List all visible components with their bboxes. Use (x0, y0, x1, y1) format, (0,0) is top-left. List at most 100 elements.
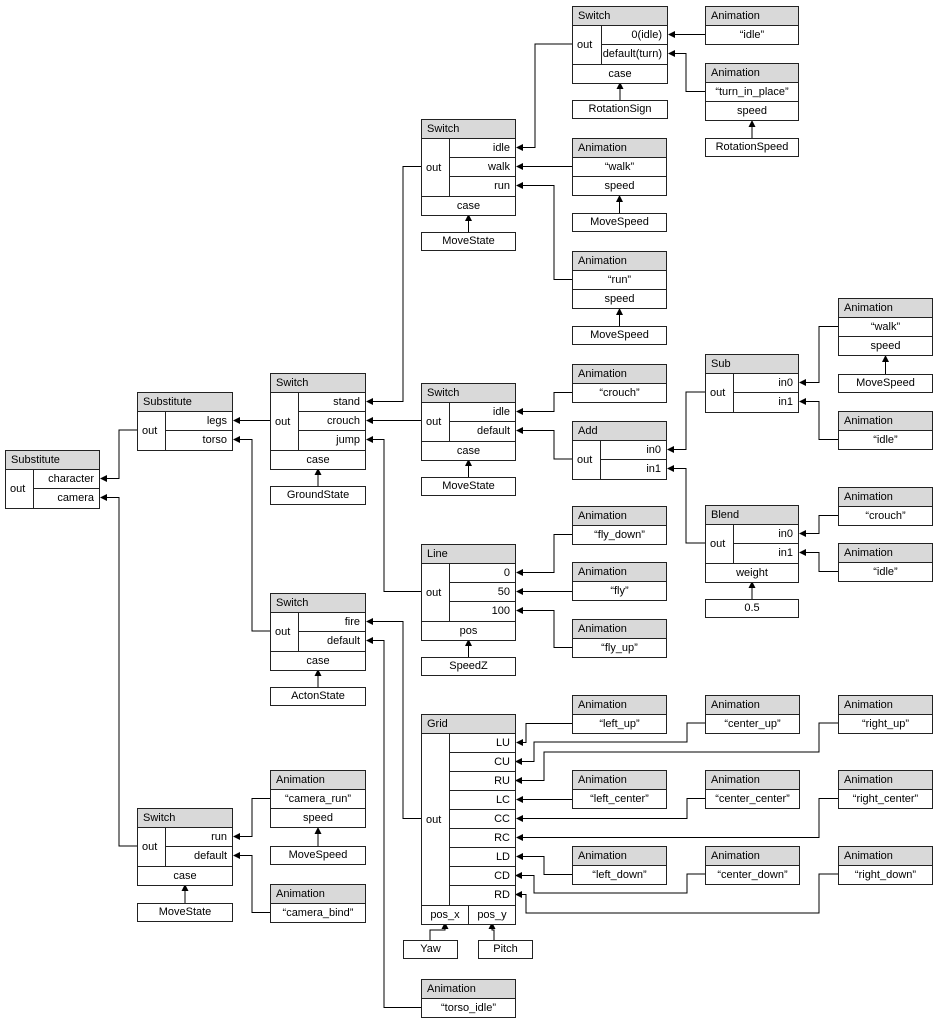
input-port[interactable]: RC (450, 829, 515, 848)
value-node-yaw[interactable]: Yaw (403, 940, 458, 959)
output-port[interactable]: out (706, 525, 734, 563)
input-port[interactable]: 0(idle) (602, 26, 667, 45)
input-port[interactable]: in1 (778, 396, 793, 408)
input-port[interactable]: 100 (491, 605, 510, 617)
input-port[interactable]: in0 (734, 374, 798, 393)
value-node-pitch[interactable]: Pitch (478, 940, 533, 959)
input-port[interactable]: LD (450, 848, 515, 867)
animation-node[interactable]: Animation“idle” (705, 6, 799, 45)
animation-node[interactable]: Animation“right_center” (838, 770, 933, 809)
output-port[interactable]: out (422, 734, 450, 905)
output-port[interactable]: out (706, 374, 734, 412)
input-port[interactable]: camera (57, 492, 94, 504)
output-port[interactable]: out (422, 403, 450, 441)
animation-node[interactable]: Animation“fly_up” (572, 619, 667, 658)
output-port[interactable]: out (6, 470, 34, 508)
animation-node[interactable]: Animation“run”speed (572, 251, 667, 309)
animation-node[interactable]: Animation“idle” (838, 543, 933, 582)
value-node-rsign[interactable]: RotationSign (572, 100, 668, 119)
input-port[interactable]: default (193, 850, 227, 862)
footer-port-weight[interactable]: weight (736, 567, 768, 579)
value-node-mstate3[interactable]: MoveState (137, 903, 233, 922)
animation-node[interactable]: Animation“idle” (838, 411, 933, 450)
value-node-mspeed1[interactable]: MoveSpeed (572, 213, 667, 232)
footer-port-case[interactable]: case (456, 445, 481, 457)
input-port[interactable]: default(turn) (602, 48, 662, 60)
animation-node[interactable]: Animation“center_down” (705, 846, 800, 885)
speed-input-port[interactable]: speed (737, 105, 767, 117)
input-port[interactable]: torso (202, 434, 227, 446)
value-node-actonstate[interactable]: ActonState (270, 687, 366, 706)
input-port[interactable]: walk (450, 158, 515, 177)
animation-node[interactable]: Animation“torso_idle” (421, 979, 516, 1018)
input-port[interactable]: fire (299, 613, 365, 632)
input-port[interactable]: CC (450, 810, 515, 829)
speed-input-port[interactable]: speed (870, 340, 901, 352)
footer-port-case[interactable]: case (608, 68, 632, 80)
footer-port-pos-x[interactable]: pos_x (430, 909, 460, 921)
value-node-v05[interactable]: 0.5 (705, 599, 799, 618)
input-port[interactable]: LC (450, 791, 515, 810)
input-port[interactable]: run (494, 180, 510, 192)
animation-node[interactable]: Animation“walk”speed (572, 138, 667, 196)
animation-node[interactable]: Animation“center_up” (705, 695, 800, 734)
input-port[interactable]: run (166, 828, 232, 847)
input-port[interactable]: stand (299, 393, 365, 412)
footer-port-case[interactable]: case (306, 454, 330, 466)
animation-node[interactable]: Animation“turn_in_place”speed (705, 63, 799, 121)
animation-node[interactable]: Animation“fly” (572, 562, 667, 601)
animation-node[interactable]: Animation“crouch” (838, 487, 933, 526)
input-port[interactable]: in1 (778, 547, 793, 559)
input-port[interactable]: in0 (734, 525, 798, 544)
value-node-mstate1[interactable]: MoveState (421, 232, 516, 251)
input-port[interactable]: RD (494, 889, 510, 901)
input-port[interactable]: in0 (601, 441, 666, 460)
animation-node[interactable]: Animation“camera_bind” (270, 884, 366, 923)
input-port[interactable]: jump (336, 434, 360, 446)
input-port[interactable]: crouch (299, 412, 365, 431)
input-port[interactable]: in1 (646, 463, 661, 475)
output-port[interactable]: out (138, 828, 166, 866)
input-port[interactable]: LU (450, 734, 515, 753)
speed-input-port[interactable]: speed (604, 180, 635, 192)
output-port[interactable]: out (422, 564, 450, 621)
input-port[interactable]: CD (450, 867, 515, 886)
output-port[interactable]: out (271, 613, 299, 651)
animation-node[interactable]: Animation“camera_run”speed (270, 770, 366, 828)
animation-node[interactable]: Animation“left_up” (572, 695, 667, 734)
input-port[interactable]: character (34, 470, 99, 489)
footer-port-case[interactable]: case (306, 655, 330, 667)
value-node-speedz[interactable]: SpeedZ (421, 657, 516, 676)
input-port[interactable]: RU (450, 772, 515, 791)
animation-node[interactable]: Animation“center_center” (705, 770, 800, 809)
animation-node[interactable]: Animation“walk”speed (838, 298, 933, 356)
input-port[interactable]: idle (450, 403, 515, 422)
input-port[interactable]: legs (166, 412, 232, 431)
input-port[interactable]: 0 (450, 564, 515, 583)
input-port[interactable]: idle (450, 139, 515, 158)
output-port[interactable]: out (138, 412, 166, 450)
value-node-mspeed4[interactable]: MoveSpeed (270, 846, 366, 865)
input-port[interactable]: default (476, 425, 510, 437)
animation-node[interactable]: Animation“fly_down” (572, 506, 667, 545)
animation-node[interactable]: Animation“crouch” (572, 364, 667, 403)
footer-port-pos[interactable]: pos (459, 625, 478, 637)
footer-port-case[interactable]: case (173, 870, 197, 882)
animation-node[interactable]: Animation“left_center” (572, 770, 667, 809)
input-port[interactable]: default (326, 635, 360, 647)
footer-port-case[interactable]: case (456, 200, 481, 212)
output-port[interactable]: out (573, 26, 602, 64)
output-port[interactable]: out (271, 393, 299, 450)
value-node-rspeed[interactable]: RotationSpeed (705, 138, 799, 157)
value-node-mspeed2[interactable]: MoveSpeed (572, 326, 667, 345)
